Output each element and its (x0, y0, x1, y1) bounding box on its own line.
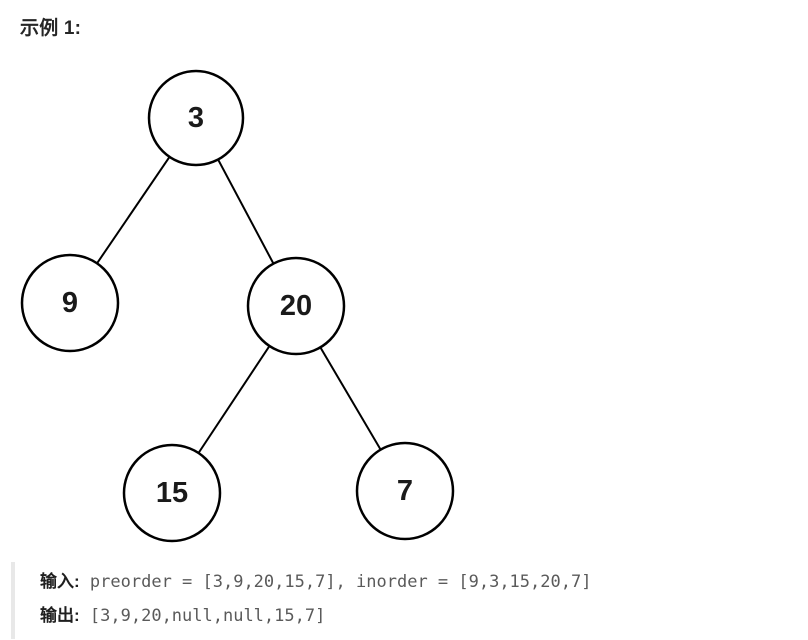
tree-node-value: 3 (188, 102, 204, 134)
tree-node-right-left: 15 (122, 443, 222, 543)
tree-node-left: 9 (20, 253, 120, 353)
tree-node-circle (355, 441, 455, 541)
example-io-block: 输入: preorder = [3,9,20,15,7], inorder = … (11, 562, 591, 639)
output-line: 输出: [3,9,20,null,null,15,7] (40, 599, 591, 633)
tree-node-value: 9 (62, 287, 78, 319)
output-value: [3,9,20,null,null,15,7] (89, 606, 326, 626)
input-value: preorder = [3,9,20,15,7], inorder = [9,3… (89, 572, 592, 592)
tree-node-right: 20 (246, 256, 346, 356)
tree-node-circle (246, 256, 346, 356)
tree-node-circle (122, 443, 222, 543)
tree-node-value: 15 (156, 477, 188, 509)
tree-node-circle (20, 253, 120, 353)
tree-node-value: 20 (280, 290, 312, 322)
tree-node-value: 7 (397, 475, 413, 507)
tree-node-circle (147, 69, 245, 167)
output-label: 输出: (40, 606, 80, 625)
tree-node-right-right: 7 (355, 441, 455, 541)
binary-tree-diagram: 3 9 20 15 7 (20, 69, 455, 543)
input-line: 输入: preorder = [3,9,20,15,7], inorder = … (40, 565, 591, 599)
tree-node-root: 3 (147, 69, 245, 167)
example-title: 示例 1: (20, 18, 82, 39)
input-label: 输入: (40, 572, 80, 591)
